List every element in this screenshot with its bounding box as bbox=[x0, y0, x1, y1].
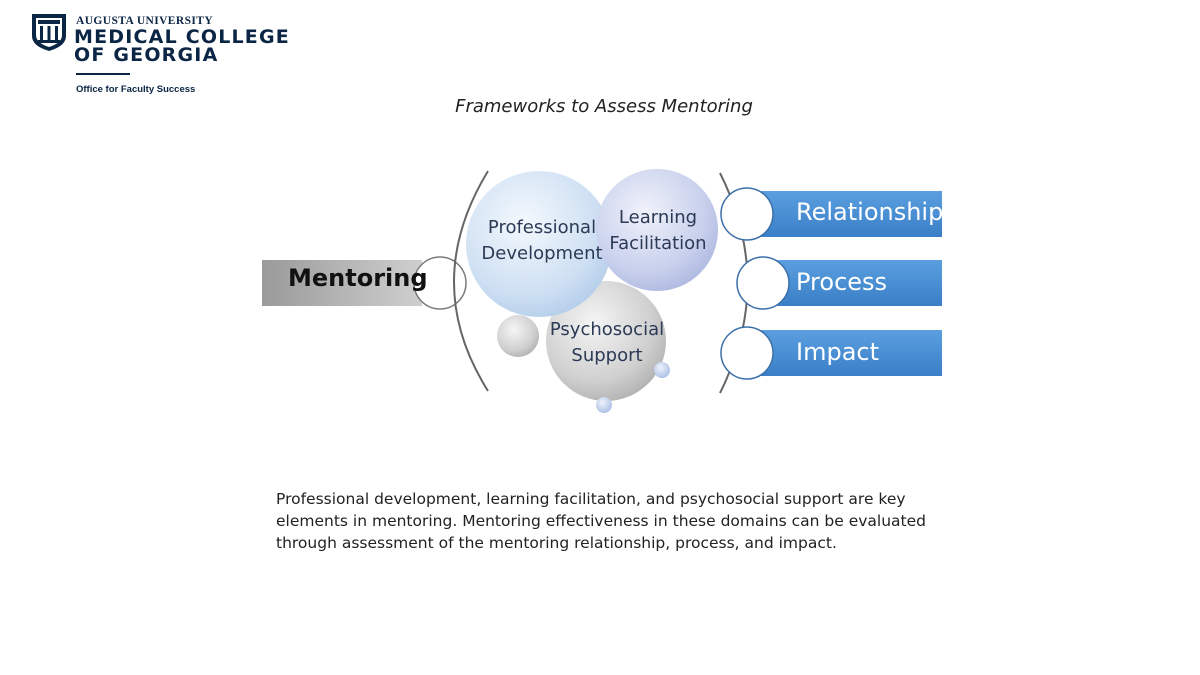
professional-development-label: Professional Development bbox=[481, 217, 603, 264]
small-gray-bubble bbox=[497, 315, 539, 357]
mentoring-bar bbox=[262, 260, 422, 306]
mentoring-node bbox=[413, 256, 467, 310]
impact-node bbox=[720, 326, 774, 380]
professional-development-bubble bbox=[466, 171, 612, 317]
relationship-node bbox=[720, 187, 774, 241]
small-blue-bubble-1 bbox=[654, 362, 670, 378]
process-node bbox=[736, 256, 790, 310]
left-bracket-arc bbox=[453, 170, 489, 392]
university-seal-icon bbox=[32, 14, 66, 51]
process-label: Process bbox=[796, 268, 888, 296]
relationship-label: Relationship bbox=[796, 198, 944, 226]
logo-divider bbox=[76, 73, 130, 75]
mentoring-label: Mentoring bbox=[288, 264, 428, 292]
learning-facilitation-label: Learning Facilitation bbox=[609, 207, 707, 254]
office-name: Office for Faculty Success bbox=[76, 84, 196, 95]
impact-bar bbox=[750, 330, 942, 376]
logo: AUGUSTA UNIVERSITY MEDICAL COLLEGE OF GE… bbox=[30, 12, 290, 102]
caption-text: Professional development, learning facil… bbox=[276, 490, 927, 552]
page-title: Frameworks to Assess Mentoring bbox=[455, 96, 753, 117]
college-name: MEDICAL COLLEGE OF GEORGIA bbox=[74, 26, 290, 66]
psychosocial-bubble bbox=[546, 281, 666, 401]
relationship-bar bbox=[750, 191, 942, 237]
impact-label: Impact bbox=[796, 338, 880, 366]
psychosocial-support-label: Psychosocial Support bbox=[549, 319, 665, 366]
mentoring-framework-diagram: Mentoring Professional Development Learn… bbox=[250, 155, 970, 425]
small-blue-bubble-2 bbox=[596, 397, 612, 413]
diagram-graphics bbox=[262, 169, 942, 413]
university-name: AUGUSTA UNIVERSITY bbox=[76, 15, 214, 27]
learning-facilitation-bubble bbox=[596, 169, 718, 291]
